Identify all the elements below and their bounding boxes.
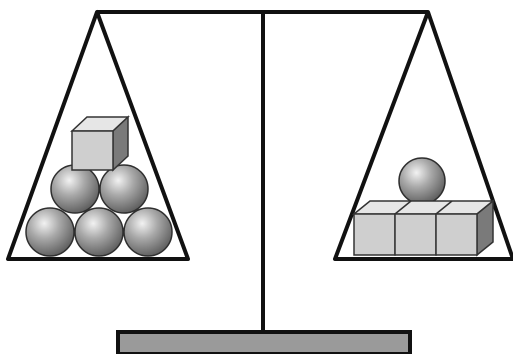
right-cubes-top bbox=[351, 200, 496, 215]
left-sphere bbox=[25, 207, 75, 257]
left-sphere bbox=[99, 164, 149, 214]
left-sphere bbox=[74, 207, 124, 257]
left-sphere bbox=[123, 207, 173, 257]
right-pan-frame bbox=[333, 10, 513, 261]
right-pan bbox=[333, 10, 513, 261]
right-sphere bbox=[398, 157, 446, 205]
right-cube bbox=[353, 213, 396, 256]
right-cube bbox=[394, 213, 437, 256]
left-sphere bbox=[50, 164, 100, 214]
scale-base bbox=[116, 330, 412, 354]
right-cube bbox=[435, 213, 478, 256]
left-pan bbox=[6, 10, 190, 261]
left-cube bbox=[70, 115, 130, 172]
left-pan-frame bbox=[6, 10, 190, 261]
